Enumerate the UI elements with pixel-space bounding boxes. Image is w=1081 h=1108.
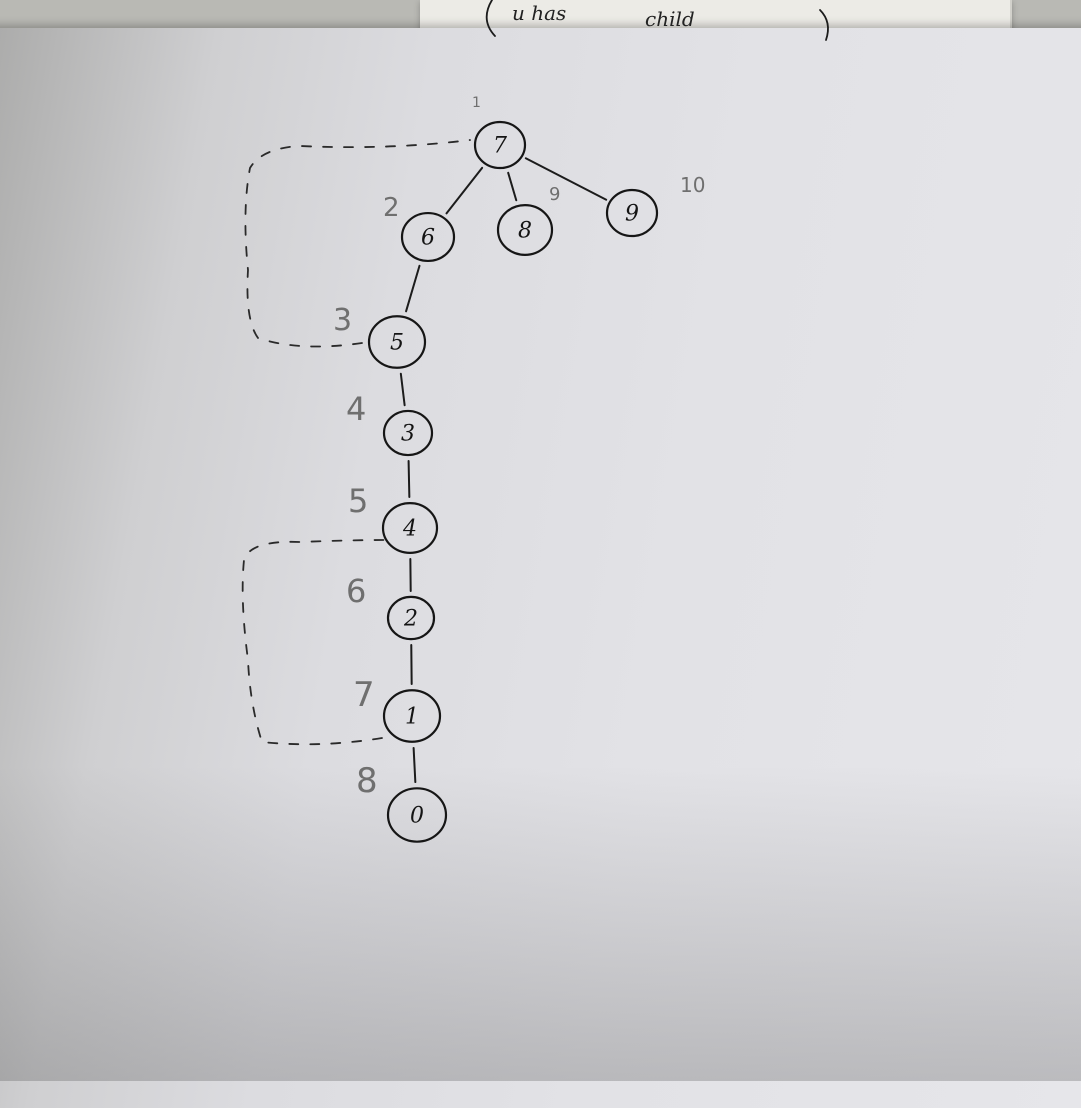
edge-n3-n4 xyxy=(409,461,410,497)
order-label-n6: 2 xyxy=(383,193,400,223)
tree-edges xyxy=(401,158,606,782)
edge-n7-n6 xyxy=(446,168,482,214)
node-label: 0 xyxy=(410,804,424,829)
node-label: 9 xyxy=(625,202,639,227)
top-note: u has child xyxy=(487,0,828,40)
edge-n1-n0 xyxy=(414,748,416,782)
node-n1: 1 xyxy=(384,690,440,742)
edge-n7-n9 xyxy=(526,158,606,199)
order-label-n5: 3 xyxy=(333,303,352,338)
node-n5: 5 xyxy=(369,316,425,368)
node-n2: 2 xyxy=(388,597,434,639)
node-label: 7 xyxy=(493,134,507,159)
back-edge-n5-n7 xyxy=(245,140,470,347)
order-label-n3: 4 xyxy=(346,390,366,428)
node-n3: 3 xyxy=(384,411,432,455)
node-label: 3 xyxy=(401,422,415,447)
node-n6: 6 xyxy=(402,213,454,261)
node-label: 4 xyxy=(402,517,417,542)
order-label-n9: 10 xyxy=(680,173,705,197)
note-paren-left xyxy=(487,0,495,36)
node-label: 5 xyxy=(390,331,404,356)
node-n4: 4 xyxy=(383,503,437,553)
note-text-2: child xyxy=(645,7,695,31)
note-paren-right xyxy=(820,10,828,40)
node-label: 1 xyxy=(405,705,419,730)
order-label-n1: 7 xyxy=(353,675,375,715)
node-n9: 9 xyxy=(607,190,657,236)
edge-n5-n3 xyxy=(401,374,405,405)
order-label-n4: 5 xyxy=(348,482,368,520)
edge-n6-n5 xyxy=(406,266,419,312)
order-label-n8: 9 xyxy=(549,184,560,205)
node-label: 8 xyxy=(518,219,532,244)
note-text-1: u has xyxy=(512,1,566,25)
node-n8: 8 xyxy=(498,205,552,255)
edge-n7-n8 xyxy=(508,173,516,200)
back-edges xyxy=(243,140,470,744)
order-label-n2: 6 xyxy=(346,572,366,610)
node-label: 2 xyxy=(403,607,418,632)
order-label-n7: 1 xyxy=(472,95,481,111)
order-label-n0: 8 xyxy=(356,761,378,801)
node-n7: 7 xyxy=(475,122,525,168)
node-label: 6 xyxy=(421,226,435,251)
node-n0: 0 xyxy=(388,788,446,841)
